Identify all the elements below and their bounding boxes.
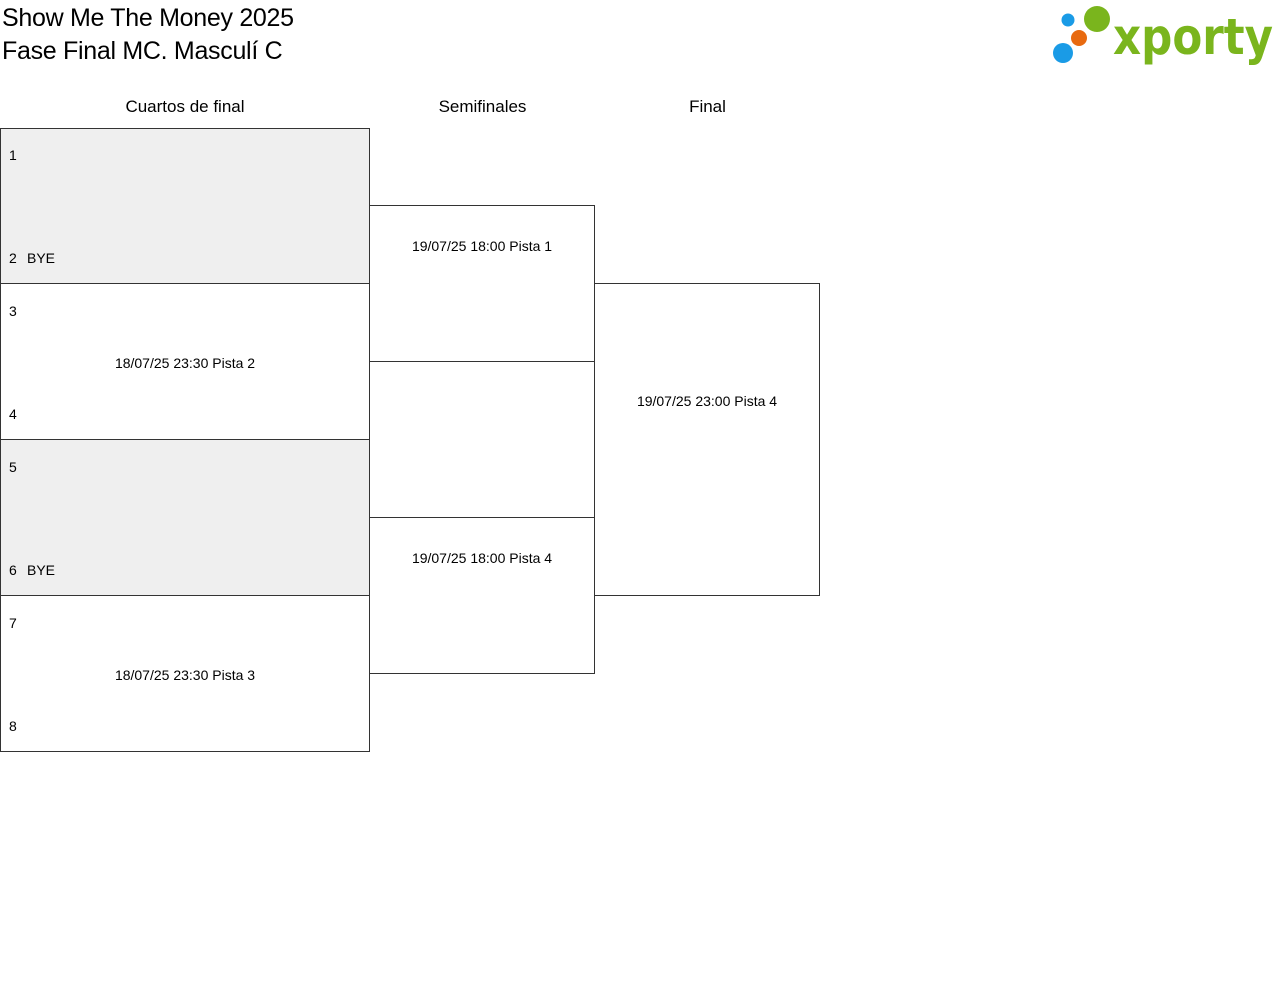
match-schedule: 19/07/25 23:00 Pista 4 (636, 393, 778, 409)
round-header-final: Final (689, 97, 726, 116)
team-name: BYE (27, 562, 56, 578)
seed-number: 4 (9, 406, 17, 422)
match-schedule: 18/07/25 23:30 Pista 2 (114, 355, 256, 371)
logo-dot-green (1084, 6, 1110, 32)
match-schedule: 18/07/25 23:30 Pista 3 (114, 667, 256, 683)
seed-number: 1 (9, 147, 17, 163)
quarterfinal-match-2[interactable]: 3 18/07/25 23:30 Pista 2 4 (0, 283, 370, 440)
team-slot-away: 4 (9, 405, 27, 423)
semifinal-match-1[interactable]: 19/07/25 18:00 Pista 1 (369, 205, 595, 362)
final-match[interactable]: 19/07/25 23:00 Pista 4 (594, 283, 820, 596)
logo-dot-orange (1071, 30, 1087, 46)
team-slot-home: 3 (9, 302, 27, 320)
logo-dot-blue-large (1053, 43, 1073, 63)
round-header-quarterfinals: Cuartos de final (125, 97, 245, 116)
team-slot-away: 6 BYE (9, 561, 55, 579)
logo-dot-blue-small (1061, 13, 1075, 27)
seed-number: 7 (9, 615, 17, 631)
seed-number: 3 (9, 303, 17, 319)
quarterfinal-match-3[interactable]: 5 6 BYE (0, 439, 370, 596)
seed-number: 6 (9, 562, 17, 578)
seed-number: 2 (9, 250, 17, 266)
team-slot-home: 5 (9, 458, 27, 476)
semifinal-match-2[interactable]: 19/07/25 18:00 Pista 4 (369, 517, 595, 674)
match-schedule: 19/07/25 18:00 Pista 4 (411, 550, 553, 566)
quarterfinal-match-1[interactable]: 1 2 BYE (0, 128, 370, 284)
team-slot-home: 7 (9, 614, 27, 632)
team-slot-home: 1 (9, 146, 27, 164)
xporty-logo: xporty (1053, 6, 1273, 66)
round-header-semifinals: Semifinales (438, 97, 527, 116)
logo-wordmark: xporty (1113, 8, 1273, 66)
seed-number: 8 (9, 718, 17, 734)
team-name: BYE (27, 250, 56, 266)
match-schedule: 19/07/25 18:00 Pista 1 (411, 238, 553, 254)
quarterfinal-match-4[interactable]: 7 18/07/25 23:30 Pista 3 8 (0, 595, 370, 752)
tournament-title: Show Me The Money 2025 (2, 4, 294, 32)
seed-number: 5 (9, 459, 17, 475)
team-slot-away: 8 (9, 717, 27, 735)
team-slot-away: 2 BYE (9, 249, 55, 267)
bracket-subtitle: Fase Final MC. Masculí C (2, 37, 283, 65)
